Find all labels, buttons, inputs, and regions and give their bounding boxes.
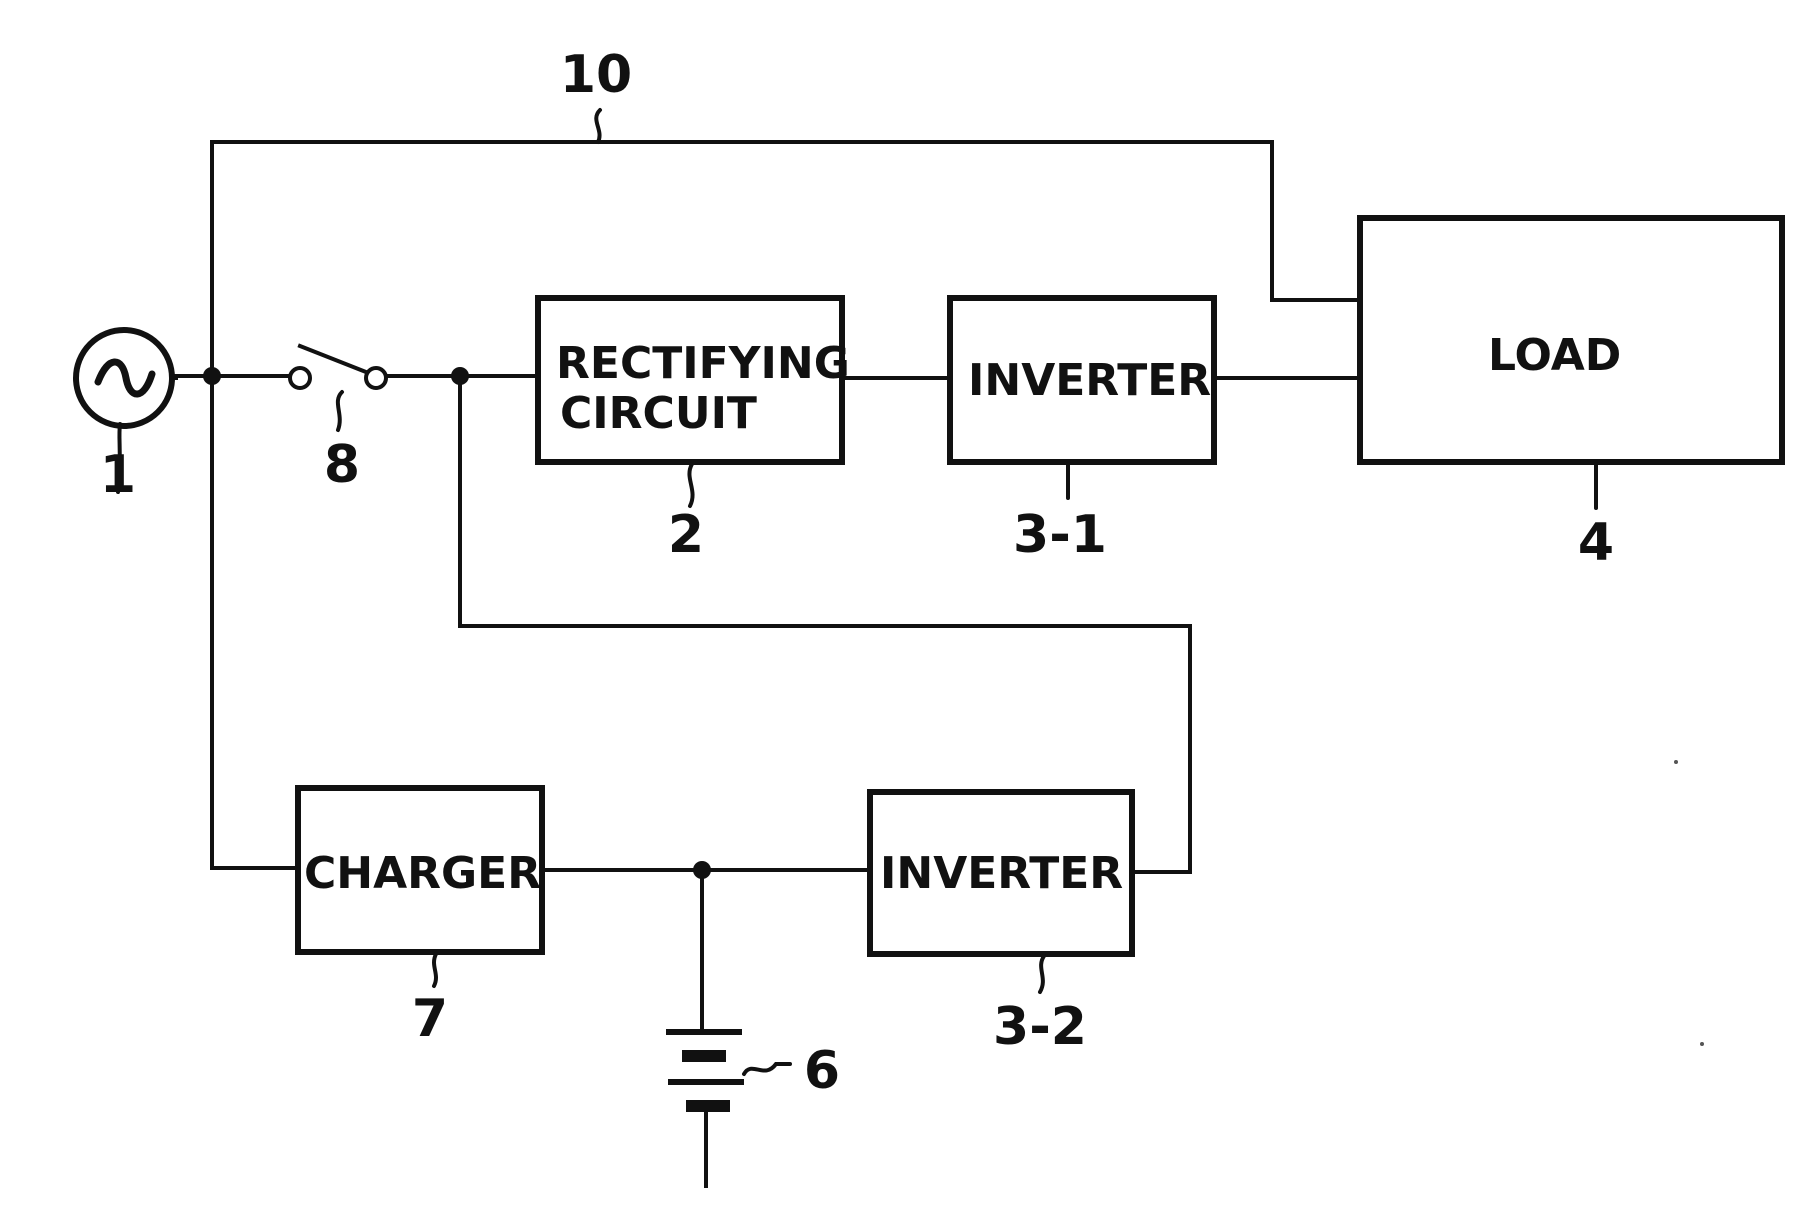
- bypass-line-leader: [596, 110, 600, 142]
- junction-dot-switch: [451, 367, 469, 385]
- switch-blade: [300, 346, 366, 372]
- switch: [290, 346, 386, 430]
- ref-inverter-1: 3-1: [1013, 505, 1107, 565]
- junction-dot-battery: [693, 861, 711, 879]
- inverter-2-leader: [1040, 956, 1044, 992]
- rectifying-circuit-label-line2: CIRCUIT: [560, 388, 757, 439]
- ref-load: 4: [1578, 513, 1614, 573]
- wire-source-to-charger: [212, 376, 296, 868]
- charger-leader: [434, 954, 436, 986]
- rectifying-circuit-label-line1: RECTIFYING: [556, 338, 850, 389]
- switch-terminal-left-icon: [290, 368, 310, 388]
- ref-rectifying-circuit: 2: [668, 505, 704, 565]
- ref-switch: 8: [324, 435, 360, 495]
- ref-bypass-line: 10: [560, 45, 632, 105]
- junction-dot-source: [203, 367, 221, 385]
- charger-block: CHARGER: [298, 788, 542, 986]
- battery-leader: [744, 1064, 790, 1074]
- charger-label: CHARGER: [304, 848, 541, 899]
- ref-ac-source: 1: [100, 445, 136, 505]
- rectifying-circuit-leader: [689, 464, 692, 506]
- ref-charger: 7: [412, 989, 448, 1049]
- ref-battery: 6: [804, 1041, 840, 1101]
- scan-speck: [1700, 1042, 1704, 1046]
- load-block: LOAD: [1360, 218, 1782, 508]
- rectifying-circuit-block: RECTIFYING CIRCUIT: [538, 298, 850, 506]
- switch-terminal-right-icon: [366, 368, 386, 388]
- battery: [666, 1032, 790, 1106]
- load-label: LOAD: [1488, 330, 1621, 381]
- inverter-1-label: INVERTER: [968, 355, 1211, 406]
- switch-leader: [338, 392, 342, 430]
- ref-inverter-2: 3-2: [993, 997, 1087, 1057]
- inverter-2-label: INVERTER: [880, 848, 1123, 899]
- inverter-2-block: INVERTER: [870, 792, 1132, 992]
- inverter-1-block: INVERTER: [950, 298, 1214, 498]
- scan-speck: [1674, 760, 1678, 764]
